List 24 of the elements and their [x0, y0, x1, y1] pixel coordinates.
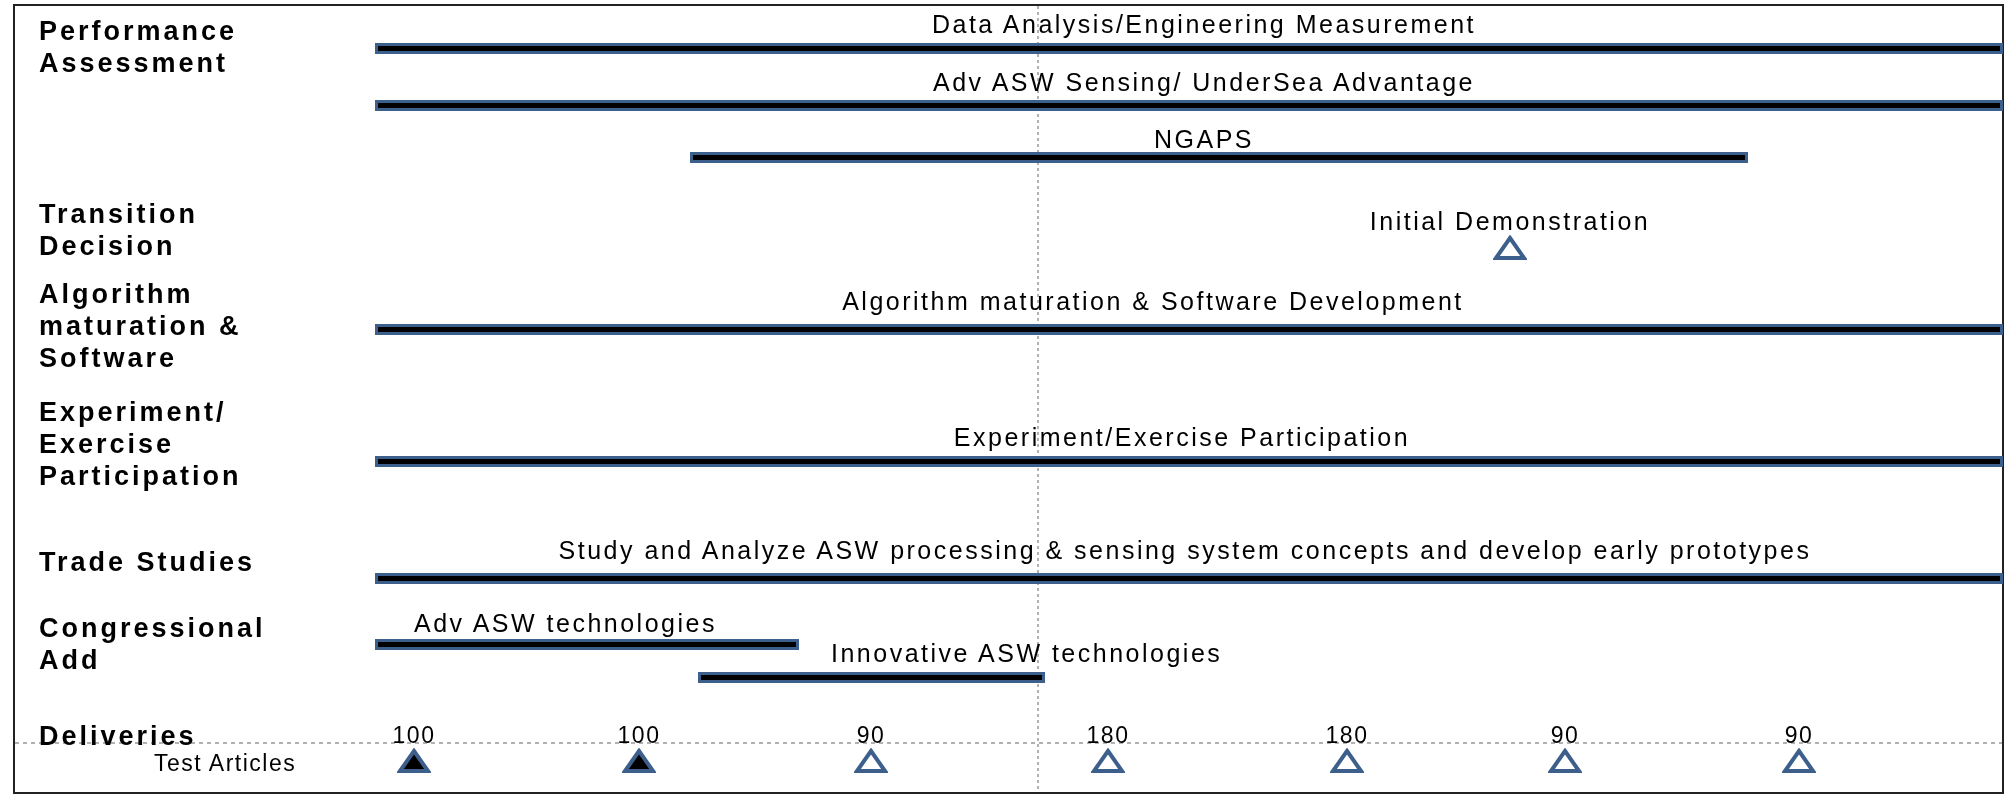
bar-label: Data Analysis/Engineering Measurement — [931, 10, 1477, 38]
bar-label: Adv ASW technologies — [414, 609, 717, 637]
row-heading: Congressional Add — [39, 612, 267, 676]
quantity-label: 180 — [1086, 721, 1130, 749]
row-heading: Experiment/ Exercise Participation — [39, 396, 243, 492]
row-sublabel: Test Articles — [154, 749, 297, 777]
bar-label: Adv ASW Sensing/ UnderSea Advantage — [933, 68, 1475, 96]
row-heading: Transition Decision — [39, 198, 199, 262]
quantity-label: 100 — [617, 721, 661, 749]
bar-label: Experiment/Exercise Participation — [953, 423, 1411, 451]
row-heading: Performance Assessment — [39, 15, 239, 79]
quantity-label: 180 — [1325, 721, 1369, 749]
bar-label: NGAPS — [1154, 125, 1254, 153]
milestone-label: Initial Demonstration — [1369, 207, 1651, 235]
quantity-label: 90 — [856, 721, 886, 749]
bar-label: Innovative ASW technologies — [831, 639, 1223, 667]
quantity-label: 90 — [1784, 721, 1814, 749]
bar-label: Study and Analyze ASW processing & sensing system concepts and develop early prototypes — [558, 536, 1812, 564]
row-heading: Deliveries — [39, 720, 198, 752]
quantity-label: 100 — [392, 721, 436, 749]
row-heading: Trade Studies — [39, 546, 257, 578]
bar-label: Algorithm maturation & Software Development — [842, 287, 1464, 315]
row-heading: Algorithm maturation & Software — [39, 278, 243, 374]
quantity-label: 90 — [1550, 721, 1580, 749]
